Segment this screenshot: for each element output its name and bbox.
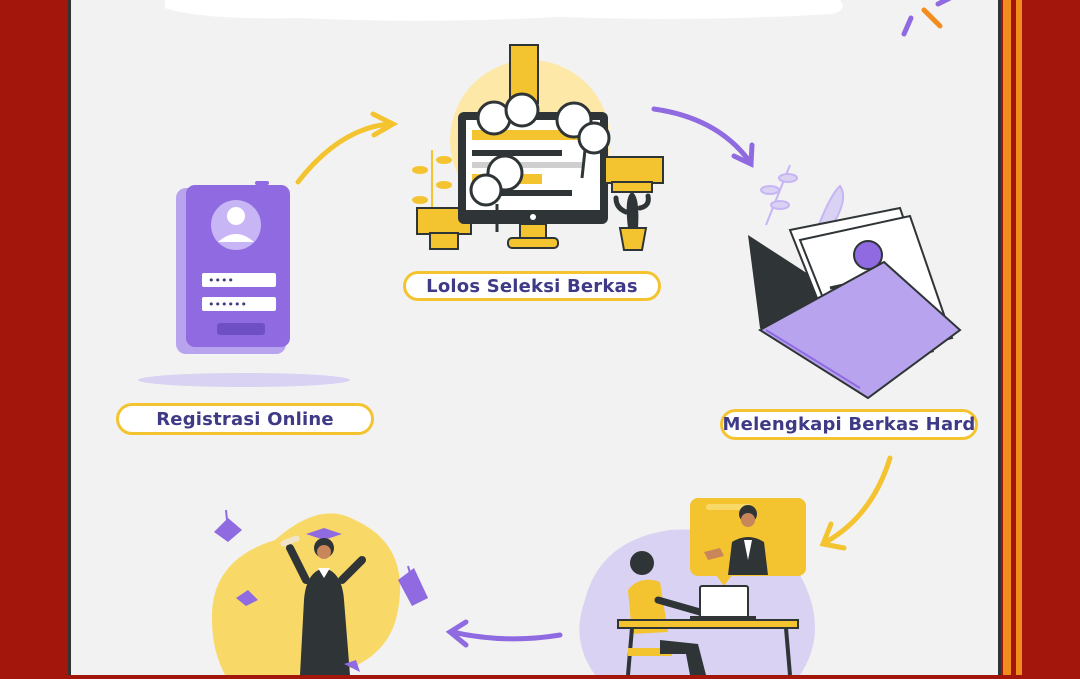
computer-review-icon: [412, 44, 664, 251]
arrow-right-icon: [295, 111, 399, 185]
step-label-lolos-seleksi: Lolos Seleksi Berkas: [403, 271, 661, 301]
svg-text:••••••: ••••••: [208, 298, 247, 311]
arrow-right-icon: [651, 106, 755, 168]
header-brush: [165, 0, 843, 21]
step-label-registrasi: Registrasi Online: [116, 403, 374, 435]
video-interview-icon: [579, 498, 815, 676]
svg-text:••••: ••••: [208, 274, 234, 287]
sparkle-icon: [901, 0, 952, 37]
right-stripe-outer: [1016, 0, 1022, 675]
phone-login-icon: •••• ••••••: [138, 181, 350, 387]
arrow-right-icon: [445, 619, 563, 648]
step-label-melengkapi-berkas: Melengkapi Berkas Hard: [720, 409, 978, 440]
graduation-icon: [211, 509, 428, 675]
right-stripe-inner: [1003, 0, 1011, 675]
document-folder-icon: [748, 164, 962, 400]
arrow-right-icon: [819, 455, 893, 551]
